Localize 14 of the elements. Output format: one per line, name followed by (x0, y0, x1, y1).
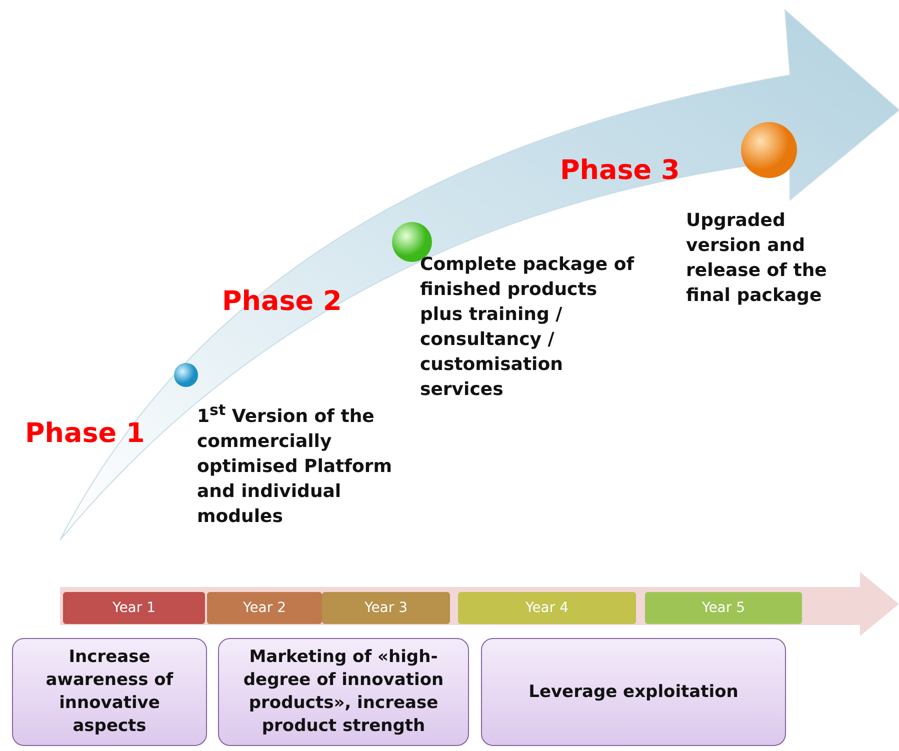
milestone-text: 1$^{st}$ Version of the commercially optimised Platform and individual modules (197, 400, 393, 529)
year-bar: Year 5 (645, 592, 802, 624)
goal-box: Leverage exploitation (481, 638, 786, 746)
phase-label: Phase 2 (222, 286, 342, 317)
milestone-text: Upgraded version and release of the final package (686, 209, 828, 308)
year-bar: Year 1 (63, 592, 205, 624)
goal-box: Increase awareness of innovative aspects (12, 638, 207, 746)
goal-box: Marketing of «high-degree of innovation products», increase product strength (218, 638, 469, 746)
year-bar: Year 3 (322, 592, 450, 624)
year-bar: Year 2 (207, 592, 322, 624)
milestone-text: Complete package of finished products plus training / consultancy / customisation services (420, 253, 636, 402)
year-bar: Year 4 (458, 592, 636, 624)
phase-label: Phase 1 (25, 418, 145, 449)
phase-label: Phase 3 (560, 155, 680, 186)
